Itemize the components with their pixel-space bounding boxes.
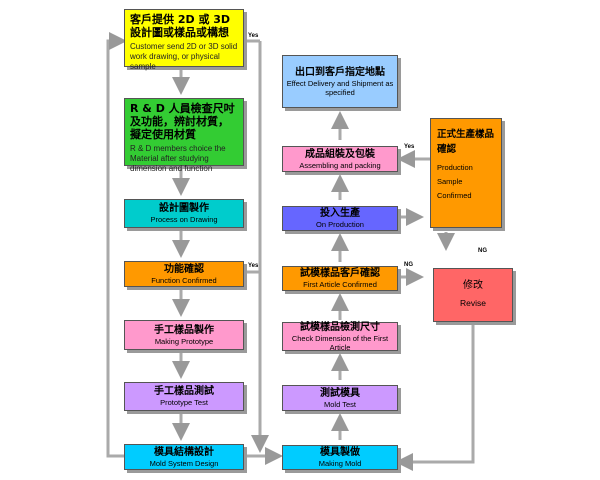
step-production-sample-en: Production Sample Confirmed <box>437 163 473 200</box>
step-customer-drawing-en: Customer send 2D or 3D solid work drawin… <box>130 42 238 71</box>
loop-left <box>106 32 127 458</box>
step-rd-material-zh: R & D 人員檢查尺吋及功能，辨討材質，擬定使用材質 <box>130 102 235 141</box>
label-ng-first-article: NG <box>404 262 413 268</box>
step-on-production-en: On Production <box>316 220 364 229</box>
step-rd-material: R & D 人員檢查尺吋及功能，辨討材質，擬定使用材質 R & D member… <box>124 98 244 173</box>
step-making-mold-zh: 模具製做 <box>320 447 360 458</box>
step-making-mold: 模具製做 Making Mold <box>282 445 398 470</box>
label-ng-production-sample: NG <box>478 248 487 254</box>
step-making-prototype: 手工樣品製作 Making Prototype <box>124 320 244 350</box>
step-process-drawing: 設計圖製作 Process on Drawing <box>124 199 244 228</box>
step-assembling-zh: 成品組裝及包裝 <box>305 148 375 160</box>
step-assembling-en: Assembling and packing <box>299 160 381 170</box>
revise-loop <box>395 323 475 471</box>
step-revise: 修改 Revise <box>433 268 513 322</box>
step-prototype-test-en: Prototype Test <box>160 398 208 407</box>
step-delivery: 出口到客戶指定地點 Effect Delivery and Shipment a… <box>282 55 398 108</box>
step-rd-material-en: R & D members choice the Material after … <box>130 144 226 173</box>
step-mold-test-zh: 測試模具 <box>320 387 360 399</box>
step-assembling: 成品組裝及包裝 Assembling and packing <box>282 146 398 172</box>
step-production-sample-confirmed: 正式生產樣品確認 Production Sample Confirmed <box>430 118 502 228</box>
step-process-drawing-en: Process on Drawing <box>150 215 218 224</box>
step-mold-system-design: 模具結構設計 Mold System Design <box>124 444 244 470</box>
step-customer-drawing: 客戶提供 2D 或 3D 設計圖或樣品或構想 Customer send 2D … <box>124 9 244 71</box>
step-making-prototype-zh: 手工樣品製作 <box>154 324 214 336</box>
step-delivery-zh: 出口到客戶指定地點 <box>295 66 385 78</box>
step-check-dimension-zh: 試模樣品檢測尺寸 <box>300 321 380 333</box>
step-function-confirmed-en: Function Confirmed <box>151 275 217 285</box>
step-check-dimension: 試模樣品檢測尺寸 Check Dimension of the First Ar… <box>282 321 398 352</box>
step-prototype-test-zh: 手工樣品測試 <box>154 386 214 397</box>
step-customer-drawing-zh: 客戶提供 2D 或 3D 設計圖或樣品或構想 <box>130 13 231 39</box>
step-mold-test-en: Mold Test <box>324 399 356 409</box>
step-revise-en: Revise <box>460 298 486 308</box>
step-on-production: 投入生產 On Production <box>282 206 398 231</box>
step-making-mold-en: Making Mold <box>318 459 362 468</box>
step-mold-system-design-en: Mold System Design <box>149 458 219 468</box>
step-check-dimension-en: Check Dimension of the First Article <box>291 333 389 352</box>
label-yes-function: Yes <box>248 263 259 269</box>
step-mold-system-design-zh: 模具結構設計 <box>154 446 214 458</box>
step-delivery-en: Effect Delivery and Shipment as specifie… <box>286 78 394 97</box>
step-revise-zh: 修改 <box>463 280 483 291</box>
step-function-confirmed-zh: 功能確認 <box>164 263 204 275</box>
step-first-article-confirmed: 試模樣品客戶確認 First Article Confirmed <box>282 266 398 291</box>
step-mold-test: 測試模具 Mold Test <box>282 385 398 411</box>
step-production-sample-zh: 正式生產樣品確認 <box>437 129 495 155</box>
step-first-article-confirmed-en: First Article Confirmed <box>303 280 377 289</box>
step-process-drawing-zh: 設計圖製作 <box>159 203 209 214</box>
step-on-production-zh: 投入生產 <box>320 208 360 219</box>
label-yes-top: Yes <box>248 33 259 39</box>
step-first-article-confirmed-zh: 試模樣品客戶確認 <box>300 268 380 279</box>
label-yes-production-sample: Yes <box>404 144 415 150</box>
step-prototype-test: 手工樣品測試 Prototype Test <box>124 382 244 411</box>
step-making-prototype-en: Making Prototype <box>154 336 214 346</box>
step-function-confirmed: 功能確認 Function Confirmed <box>124 261 244 287</box>
